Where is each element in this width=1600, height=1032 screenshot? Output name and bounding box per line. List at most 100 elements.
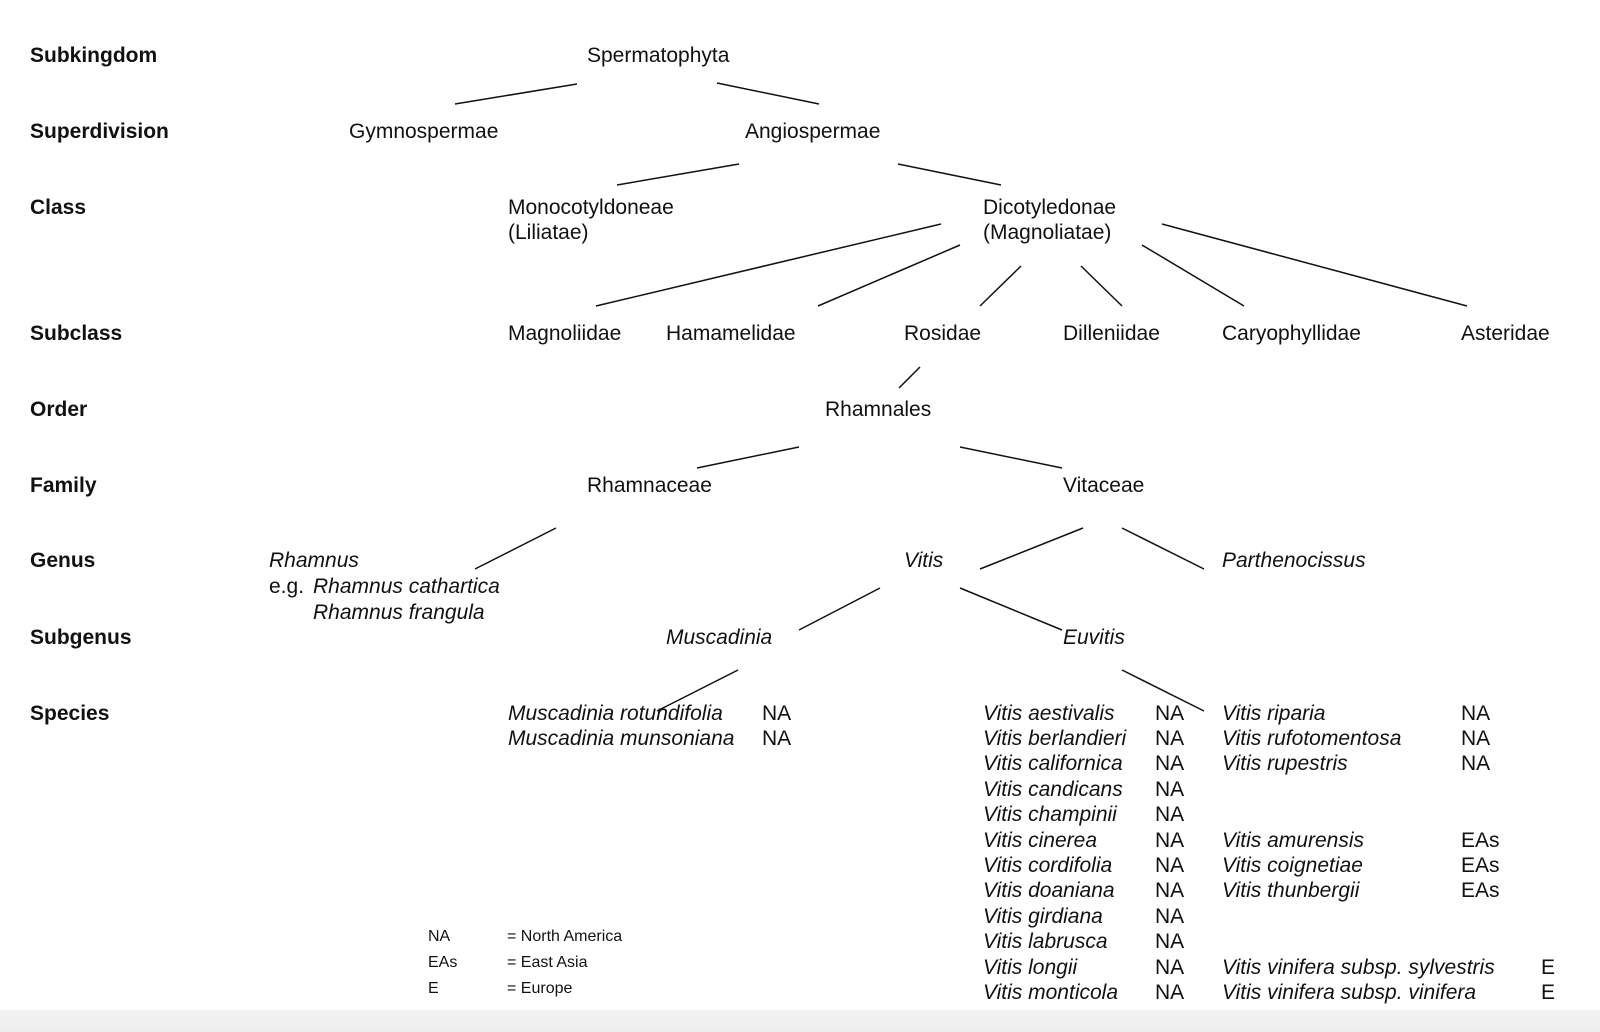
species-region: EAs	[1461, 854, 1500, 877]
node-dicotyledonae: Dicotyledonae	[983, 196, 1117, 219]
connector-line	[817, 244, 961, 307]
connector-line	[454, 83, 578, 105]
species-region: NA	[762, 727, 792, 750]
connector-line	[959, 587, 1063, 631]
rank-genus: Genus	[30, 549, 96, 572]
rank-species: Species	[30, 702, 110, 725]
species-region: NA	[1155, 854, 1185, 877]
species-region: NA	[1461, 752, 1491, 775]
species-region: NA	[1155, 930, 1185, 953]
species-name: Vitis cinerea	[983, 829, 1098, 852]
species-region: NA	[1155, 829, 1185, 852]
connector-line	[716, 82, 820, 105]
species-region: NA	[1155, 981, 1185, 1004]
species-name: Vitis doaniana	[983, 879, 1115, 902]
example-rhamnus-frangula: Rhamnus frangula	[313, 601, 485, 624]
species-name: Vitis longii	[983, 956, 1078, 979]
species-name: Vitis labrusca	[983, 930, 1108, 953]
connector-line	[1080, 265, 1123, 307]
species-name: Muscadinia rotundifolia	[508, 702, 723, 725]
species-region: NA	[1155, 778, 1185, 801]
species-region: NA	[1155, 803, 1185, 826]
rank-class: Class	[30, 196, 87, 219]
node-magnoliatae: (Magnoliatae)	[983, 221, 1112, 244]
species-name: Vitis rupestris	[1222, 752, 1348, 775]
node-dilleniidae: Dilleniidae	[1063, 322, 1160, 345]
species-name: Vitis californica	[983, 752, 1123, 775]
species-name: Vitis champinii	[983, 803, 1117, 826]
node-hamamelidae: Hamamelidae	[666, 322, 796, 345]
node-rosidae: Rosidae	[904, 322, 982, 345]
species-region: NA	[1155, 727, 1185, 750]
node-rhamnaceae: Rhamnaceae	[587, 474, 712, 497]
rank-subkingdom: Subkingdom	[30, 44, 158, 67]
node-magnoliidae: Magnoliidae	[508, 322, 622, 345]
species-region: NA	[762, 702, 792, 725]
node-caryophyllidae: Caryophyllidae	[1222, 322, 1361, 345]
bottom-edge	[0, 1010, 1600, 1032]
species-region: NA	[1155, 956, 1185, 979]
species-name: Vitis vinifera subsp. sylvestris	[1222, 956, 1495, 979]
species-name: Vitis candicans	[983, 778, 1123, 801]
species-name: Vitis aestivalis	[983, 702, 1115, 725]
node-monocotyldoneae: Monocotyldoneae	[508, 196, 674, 219]
species-region: EAs	[1461, 879, 1500, 902]
connector-line	[1121, 669, 1205, 712]
species-name: Vitis coignetiae	[1222, 854, 1363, 877]
node-parthenocissus: Parthenocissus	[1222, 549, 1366, 572]
node-rhamnales: Rhamnales	[825, 398, 932, 421]
species-name: Vitis girdiana	[983, 905, 1103, 928]
connector-line	[656, 669, 739, 712]
legend-abbr: E	[428, 980, 439, 997]
connector-line	[474, 527, 557, 570]
species-region: NA	[1461, 702, 1491, 725]
legend-meaning: = North America	[507, 928, 623, 945]
connector-line	[897, 163, 1002, 186]
node-euvitis: Euvitis	[1063, 626, 1125, 649]
species-name: Vitis monticola	[983, 981, 1119, 1004]
legend-abbr: NA	[428, 928, 451, 945]
species-name: Vitis berlandieri	[983, 727, 1127, 750]
species-region: EAs	[1461, 829, 1500, 852]
rank-superdivision: Superdivision	[30, 120, 169, 143]
node-rhamnus: Rhamnus	[269, 549, 359, 572]
connector-line	[1161, 223, 1468, 307]
connector-line	[979, 527, 1084, 570]
node-spermatophyta: Spermatophyta	[587, 44, 730, 67]
example-prefix: e.g.	[269, 575, 305, 598]
species-name: Vitis amurensis	[1222, 829, 1364, 852]
rank-order: Order	[30, 398, 88, 421]
species-name: Vitis thunbergii	[1222, 879, 1360, 902]
species-region: NA	[1155, 702, 1185, 725]
node-asteridae: Asteridae	[1461, 322, 1550, 345]
connector-line	[798, 587, 881, 631]
connector-line	[898, 366, 921, 389]
species-name: Muscadinia munsoniana	[508, 727, 735, 750]
legend-meaning: = East Asia	[507, 954, 588, 971]
connector-line	[616, 163, 740, 186]
species-name: Vitis riparia	[1222, 702, 1326, 725]
rank-family: Family	[30, 474, 97, 497]
example-rhamnus-cathartica: Rhamnus cathartica	[313, 575, 500, 598]
node-liliatae: (Liliatae)	[508, 221, 589, 244]
node-muscadinia: Muscadinia	[666, 626, 773, 649]
connector-line	[1121, 527, 1205, 570]
rank-subgenus: Subgenus	[30, 626, 132, 649]
species-name: Vitis vinifera subsp. vinifera	[1222, 981, 1477, 1004]
rank-subclass: Subclass	[30, 322, 123, 345]
species-region: NA	[1155, 752, 1185, 775]
species-region: NA	[1155, 879, 1185, 902]
connector-line	[595, 223, 942, 307]
connector-line	[979, 265, 1022, 307]
legend-meaning: = Europe	[507, 980, 573, 997]
node-gymnospermae: Gymnospermae	[349, 120, 499, 143]
connector-line	[696, 446, 800, 469]
connector-line	[1141, 244, 1245, 307]
species-region: E	[1541, 956, 1556, 979]
node-vitis: Vitis	[904, 549, 944, 572]
species-region: NA	[1461, 727, 1491, 750]
species-name: Vitis rufotomentosa	[1222, 727, 1402, 750]
node-angiospermae: Angiospermae	[745, 120, 881, 143]
species-name: Vitis cordifolia	[983, 854, 1113, 877]
